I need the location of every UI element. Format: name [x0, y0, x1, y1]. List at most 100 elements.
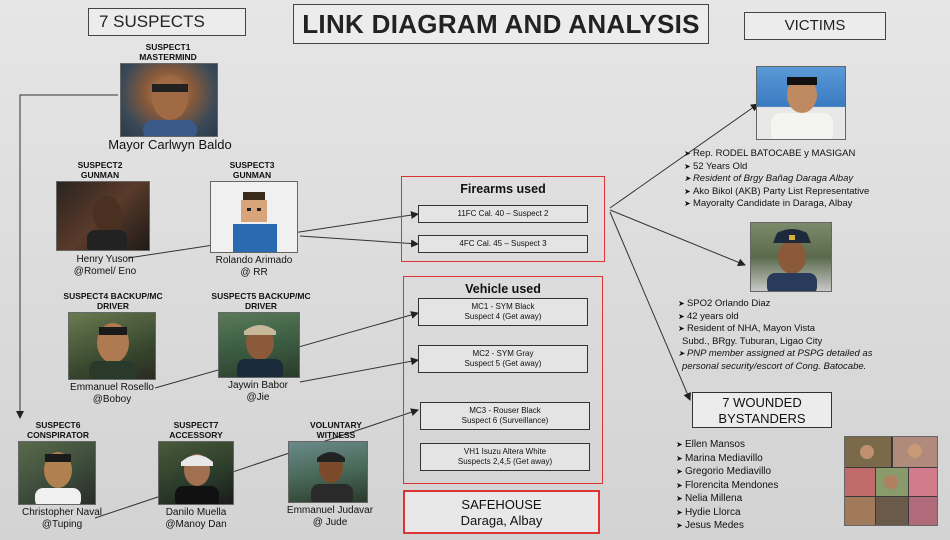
firearm-item: 11FC Cal. 40 – Suspect 2	[418, 205, 588, 223]
list-item: Marina Mediavillo	[676, 452, 778, 466]
witness-label: VOLUNTARY WITNESS	[310, 420, 362, 440]
vehicle-item-note: Suspect 5 (Get away)	[464, 359, 542, 368]
vehicle-item-name: MC2 - SYM Gray	[472, 349, 534, 358]
witness-alias: @ Jude	[312, 517, 348, 528]
suspects-header: 7 SUSPECTS	[88, 8, 246, 36]
bystanders-photo-collage	[844, 436, 938, 526]
list-item: Gregorio Mediavillo	[676, 465, 778, 479]
person-portrait-icon	[311, 452, 353, 502]
vehicle-item: MC2 - SYM Gray Suspect 5 (Get away)	[418, 345, 588, 373]
suspect3-label: SUSPECT3 GUNMAN	[229, 160, 275, 180]
suspect2-name: Henry Yuson	[76, 254, 134, 265]
victim1-candidacy: Mayoralty Candidate in Daraga, Albay	[684, 198, 869, 211]
firearms-group	[401, 176, 605, 262]
victim2-details: SPO2 Orlando Diaz 42 years old Resident …	[678, 298, 872, 373]
police-officer-portrait-icon	[767, 229, 817, 291]
suspect4-label: SUSPECT4 BACKUP/MC DRIVER	[63, 291, 163, 311]
suspect3-photo	[210, 181, 298, 253]
bystander-list: Ellen Mansos Marina Mediavillo Gregorio …	[676, 438, 778, 533]
firearm-item: 4FC Cal. 45 – Suspect 3	[418, 235, 588, 253]
vehicle-item-name: MC3 - Rouser Black	[469, 406, 541, 415]
suspect4-alias: @Boboy	[92, 394, 132, 405]
victim2-assignment: PNP member assigned at PSPG detailed as	[678, 348, 873, 361]
suspect4-photo	[68, 312, 156, 380]
victim1-age: 52 Years Old	[684, 161, 869, 174]
suspect7-label: SUSPECT7 ACCESSORY	[169, 420, 223, 440]
victim1-name: Rep. RODEL BATOCABE y MASIGAN	[684, 148, 869, 161]
suspect6-name: Christopher Naval	[21, 507, 103, 518]
suspect2-label: SUSPECT2 GUNMAN	[77, 160, 123, 180]
suspect5-label: SUSPECT5 BACKUP/MC DRIVER	[211, 291, 311, 311]
vehicle-group	[403, 276, 603, 484]
suspect7-alias: @Manoy Dan	[165, 519, 227, 530]
suspect6-label: SUSPECT6 CONSPIRATOR	[26, 420, 90, 440]
wounded-title-line2: BYSTANDERS	[718, 411, 806, 426]
victim1-details: Rep. RODEL BATOCABE y MASIGAN 52 Years O…	[684, 148, 869, 211]
victim2-photo	[750, 222, 832, 292]
vehicle-item: MC1 - SYM Black Suspect 4 (Get away)	[418, 298, 588, 326]
victim2-assignment-cont: personal security/escort of Cong. Batoca…	[682, 360, 867, 372]
witness-name: Emmanuel Judavar	[286, 505, 374, 516]
victim2-age: 42 years old	[678, 311, 872, 324]
victim2-residence: Resident of NHA, Mayon Vista	[678, 323, 872, 336]
link-firearms-victim2	[609, 209, 746, 267]
list-item: Nelia Millena	[676, 492, 778, 506]
suspect1-name: Mayor Carlwyn Baldo	[108, 137, 232, 152]
wounded-bystanders-box: 7 WOUNDED BYSTANDERS	[692, 392, 832, 428]
suspect2-photo	[56, 181, 150, 251]
safehouse-box: SAFEHOUSE Daraga, Albay	[403, 490, 600, 534]
suspect7-name: Danilo Muella	[165, 507, 227, 518]
suspect4-name: Emmanuel Rosello	[70, 382, 154, 393]
list-item: Hydie Llorca	[676, 506, 778, 520]
person-portrait-icon	[175, 454, 219, 504]
list-item: Jesus Medes	[676, 519, 778, 533]
link-suspect6-mc3	[94, 408, 419, 519]
link-suspect5-mc2	[299, 357, 419, 383]
suspect5-name: Jaywin Babor	[227, 380, 289, 391]
safehouse-title: SAFEHOUSE	[461, 497, 542, 512]
wounded-title-line1: 7 WOUNDED	[722, 395, 802, 410]
vehicle-item-note: Suspects 2,4,5 (Get away)	[457, 457, 553, 466]
vehicle-title: Vehicle used	[465, 282, 541, 296]
person-portrait-icon	[87, 196, 127, 250]
person-portrait-icon	[237, 325, 283, 377]
vehicle-item-name: VH1 Isuzu Altera White	[463, 447, 547, 456]
safehouse-location: Daraga, Albay	[460, 513, 543, 528]
vehicle-item: MC3 - Rouser Black Suspect 6 (Surveillan…	[420, 402, 590, 430]
victim2-residence-cont: Subd., BRgy. Tuburan, Ligao City	[682, 335, 823, 347]
link-firearms-bystanders	[609, 211, 691, 401]
suspect3-alias: @ RR	[240, 267, 268, 278]
link-suspect3-firearm	[299, 235, 419, 248]
victim1-photo	[756, 66, 846, 140]
list-item: Ellen Mansos	[676, 438, 778, 452]
person-portrait-icon	[89, 323, 137, 379]
person-portrait-icon	[771, 77, 833, 139]
vehicle-item-note: Suspect 4 (Get away)	[464, 312, 542, 321]
firearm-item-text: 11FC Cal. 40 – Suspect 2	[457, 209, 549, 218]
victim1-residence: Resident of Brgy Bañag Daraga Albay	[684, 173, 869, 186]
victims-header: VICTIMS	[744, 12, 886, 40]
victim1-party: Ako Bikol (AKB) Party List Representativ…	[684, 186, 869, 199]
pixelated-avatar-icon	[233, 192, 277, 252]
vehicle-item: VH1 Isuzu Altera White Suspects 2,4,5 (G…	[420, 443, 590, 471]
page-title: LINK DIAGRAM AND ANALYSIS	[293, 4, 709, 44]
link-mastermind-conspirator	[16, 94, 118, 419]
suspect6-photo	[18, 441, 96, 505]
photo-collage-icon	[845, 437, 937, 525]
person-portrait-icon	[35, 452, 81, 504]
victim2-name: SPO2 Orlando Diaz	[678, 298, 872, 311]
suspect1-label: SUSPECT1 MASTERMIND	[139, 42, 197, 62]
suspect5-photo	[218, 312, 300, 378]
vehicle-item-note: Suspect 6 (Surveillance)	[461, 416, 549, 425]
vehicle-item-name: MC1 - SYM Black	[471, 302, 535, 311]
suspect2-alias: @Romel/ Eno	[73, 266, 137, 277]
firearms-title: Firearms used	[460, 182, 546, 196]
suspect5-alias: @Jie	[246, 392, 270, 403]
list-item: Florencita Mendones	[676, 479, 778, 493]
suspect1-photo	[120, 63, 218, 137]
suspect6-alias: @Tuping	[41, 519, 83, 530]
firearm-item-text: 4FC Cal. 45 – Suspect 3	[459, 239, 547, 248]
person-portrait-icon	[143, 76, 197, 136]
suspect7-photo	[158, 441, 234, 505]
